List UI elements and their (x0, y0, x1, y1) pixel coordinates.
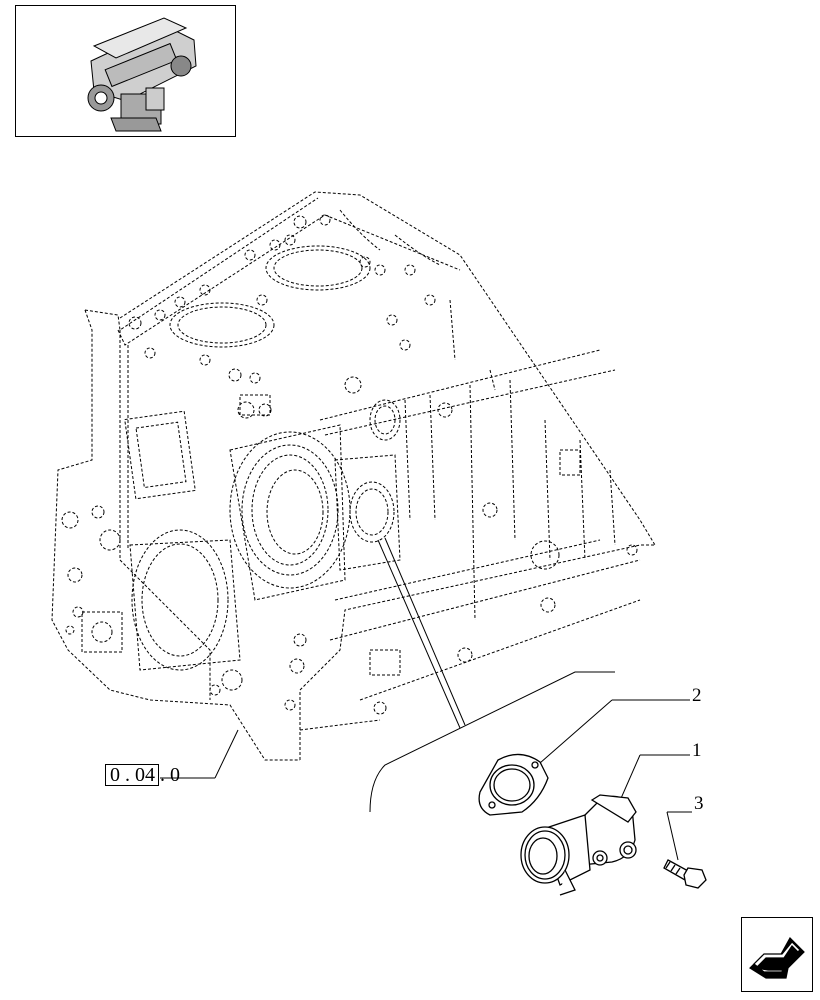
reference-box[interactable] (105, 764, 159, 786)
gasket-part-2 (478, 753, 549, 816)
engine-block-phantom (51, 191, 656, 761)
engine-thumbnail-icon (87, 17, 197, 132)
reference-label: 0 . 04 . 0 (110, 764, 180, 786)
next-page-arrow-icon (749, 937, 805, 979)
bolt-part-3 (663, 859, 707, 889)
exploded-leader (160, 537, 692, 861)
next-page-button[interactable] (741, 917, 813, 992)
engine-thumbnail (15, 5, 236, 137)
callout-2[interactable]: 2 (692, 685, 702, 706)
thermostat-housing-part-1 (520, 794, 637, 896)
callout-3[interactable]: 3 (694, 793, 704, 814)
callout-1[interactable]: 1 (692, 740, 702, 761)
